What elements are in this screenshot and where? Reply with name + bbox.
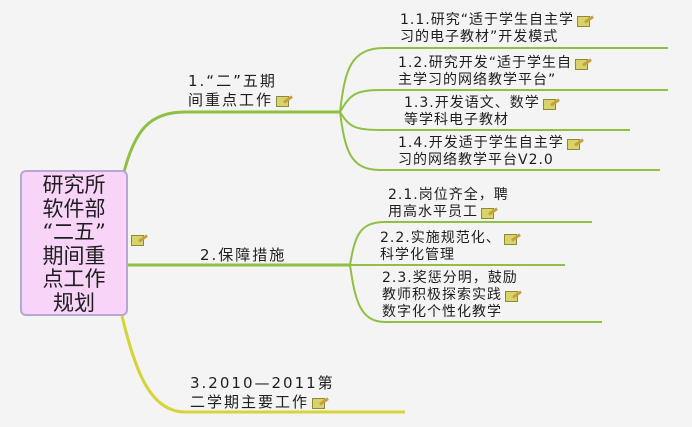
topic-2-2[interactable]: 2.2.实施规范化、 科学化管理 [380,230,520,264]
topic-label: 2.2.实施规范化、 [380,230,501,246]
branch-2[interactable]: 2.保障措施 [200,246,286,265]
root-line: “二五” [42,220,106,244]
connector-1-2 [339,89,668,113]
topic-label: 科学化管理 [380,247,455,263]
topic-label: 1.4.开发适于学生自主学 [398,135,564,151]
edit-note-icon[interactable] [576,15,593,27]
connector-2-1 [349,221,592,266]
branch-label: 二学期主要工作 [190,393,310,411]
topic-1-4[interactable]: 1.4.开发适于学生自主学 习的网络教学平台V2.0 [398,135,583,169]
edit-note-icon[interactable] [574,58,591,70]
root-node[interactable]: 研究所 软件部 “二五” 期间重 点工作 规划 [20,170,144,316]
topic-2-1[interactable]: 2.1.岗位齐全，聘 用高水平员工 [388,187,509,221]
root-line: 点工作 [42,267,106,291]
topic-label: 习的网络教学平台V2.0 [398,152,554,168]
branch-label: 间重点工作 [188,91,274,109]
edit-note-icon[interactable] [276,95,292,107]
topic-label: 数字化个性化教学 [382,304,502,320]
topic-1-1[interactable]: 1.1.研究“适于学生自主学 习的电子教材”开发模式 [400,12,593,46]
topic-label: 1.2.研究开发“适于学生自 [398,55,572,71]
connector-1-3 [339,111,630,131]
root-line: 软件部 [42,196,106,221]
connector-root-branch1 [122,110,340,173]
edit-note-icon[interactable] [503,233,520,245]
topic-label: 1.3.开发语文、数学 [404,95,540,111]
root-line: 规划 [53,290,95,315]
branch-label: 1.“二”五期 [188,72,277,90]
edit-note-icon[interactable] [566,138,583,150]
edit-note-icon[interactable] [542,98,559,110]
connector-1-4 [339,111,660,171]
topic-1-3[interactable]: 1.3.开发语文、数学 等学科电子教材 [404,95,559,129]
branch-3[interactable]: 3.2010—2011第 二学期主要工作 [190,374,335,412]
topic-label: 用高水平员工 [388,204,478,220]
topic-label: 1.1.研究“适于学生自主学 [400,12,574,28]
edit-note-icon[interactable] [505,290,521,302]
topic-label: 2.1.岗位齐全，聘 [388,187,509,203]
branch-label: 2.保障措施 [200,246,287,264]
connector-1-1 [339,47,668,113]
branch-label: 3.2010—2011第 [190,374,335,392]
root-line: 期间重 [42,243,106,268]
connector-root-branch3 [120,315,405,414]
topic-2-3[interactable]: 2.3.奖惩分明，鼓励 教师积极探索实践 数字化个性化教学 [382,270,521,321]
edit-note-icon[interactable] [312,397,328,409]
topic-1-2[interactable]: 1.2.研究开发“适于学生自 主学习的网络教学平台” [398,55,591,89]
branch-1[interactable]: 1.“二”五期 间重点工作 [188,72,292,110]
topic-label: 等学科电子教材 [404,112,509,128]
edit-note-icon[interactable] [131,234,147,246]
connector-2-3 [349,264,602,323]
root-line: 研究所 [42,173,106,197]
edit-note-icon[interactable] [481,207,497,219]
topic-label: 2.3.奖惩分明，鼓励 [382,270,518,286]
topic-label: 教师积极探索实践 [382,287,502,303]
topic-label: 主学习的网络教学平台” [398,72,557,88]
topic-label: 习的电子教材”开发模式 [400,29,559,45]
